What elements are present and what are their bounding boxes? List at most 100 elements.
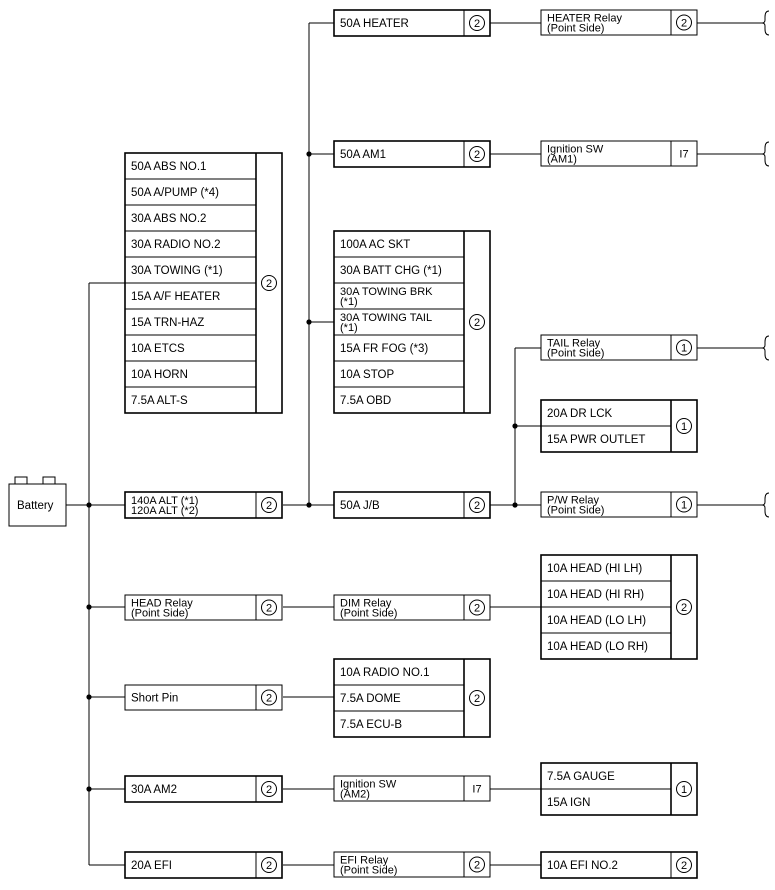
jb-fuse-label: 50A J/B [340,500,380,512]
head-fuse-group-badge: 2 [681,602,687,614]
middle-fuse-group-item: 30A BATT CHG (*1) [340,265,442,277]
head-fuse-group: 10A HEAD (HI LH)10A HEAD (HI RH)10A HEAD… [540,554,698,660]
head-fuse-group-item: 10A HEAD (LO LH) [547,615,646,627]
jb-fuse-badge-circle [469,497,485,513]
upper-left-fuse-group-item: 7.5A ALT-S [131,395,188,407]
battery: Battery [8,476,67,527]
middle-fuse-group-item: 100A AC SKT [340,239,410,251]
pw-relay-badge-circle [676,496,692,513]
efi-no2-fuse-label: 10A EFI NO.2 [547,860,618,872]
efi-no2-fuse-badge: 2 [681,860,687,872]
pw-relay: P/W Relay(Point Side) 1 [540,491,698,518]
gauge-fuse-group-item: 15A IGN [547,797,590,809]
efi-relay-badge-circle [469,856,485,873]
efi-no2-fuse-badge-circle [676,857,692,873]
head-relay-label-1: HEAD Relay [131,598,193,610]
am1-fuse-label: 50A AM1 [340,149,386,161]
junction-dot-battery [86,502,92,508]
radio-fuse-group-item: 7.5A DOME [340,693,401,705]
continuation-brace-pw [761,492,770,518]
middle-fuse-group: 100A AC SKT 30A BATT CHG (*1) 30A TOWING B… [333,230,491,414]
pw-relay-badge: 1 [681,500,687,512]
junction-dot-am2 [86,786,92,792]
dim-relay-label-2: (Point Side) [340,608,397,620]
dim-relay-badge-circle [469,599,485,616]
heater-relay: HEATER Relay(Point Side)2 [540,9,698,36]
middle-fuse-group-item-1: 30A TOWING TAIL [340,312,432,324]
am2-fuse-badge-circle [261,781,277,797]
dr-fuse-group-item: 20A DR LCK [547,408,613,420]
continuation-brace-tail [761,335,770,361]
am1-fuse: 50A AM1 2 [333,140,491,168]
junction-dot-mid-group [306,319,312,325]
efi-fuse-badge: 2 [266,860,272,872]
upper-left-fuse-group-item: 10A HORN [131,369,188,381]
junction-dot-head [86,604,92,610]
ignition-sw-am2-label-1: Ignition SW [340,779,397,791]
upper-left-fuse-group-item: 50A ABS NO.1 [131,161,206,173]
upper-left-fuse-group-item: 30A TOWING (*1) [131,265,223,277]
ignition-sw-am2: Ignition SW(AM2) I7 [333,775,491,802]
middle-fuse-group-item: 7.5A OBD [340,395,391,407]
jb-fuse-badge: 2 [474,500,480,512]
tail-relay-badge: 1 [681,343,687,355]
head-relay-label-2: (Point Side) [131,608,188,620]
heater-fuse-badge-circle [469,15,485,31]
middle-fuse-group-item-1: 30A TOWING BRK [340,286,433,298]
dr-fuse-group-badge: 1 [681,421,687,433]
ignition-sw-am1-label-2: (AM1) [547,154,577,166]
alt-fuse-label-2: 120A ALT (*2) [131,505,198,517]
ignition-sw-am1: Ignition SW(AM1)I7 [540,140,698,167]
battery-body [8,483,67,527]
am1-fuse-badge: 2 [474,149,480,161]
upper-left-fuse-group-item: 30A RADIO NO.2 [131,239,220,251]
upper-left-fuse-group-item: 15A TRN-HAZ [131,317,204,329]
middle-fuse-group-badge: 2 [474,317,480,329]
upper-left-fuse-group-item: 15A A/F HEATER [131,291,220,303]
ignition-sw-am2-label-2: (AM2) [340,789,370,801]
alt-fuse: 140A ALT (*1)120A ALT (*2) 2 [124,491,283,519]
tail-relay-badge-circle [676,339,692,356]
gauge-fuse-group-badge: 1 [681,784,687,796]
pw-relay-label-2: (Point Side) [547,505,604,517]
efi-relay-badge: 2 [474,860,480,872]
middle-fuse-group-item-2: (*1) [340,296,358,308]
heater-relay-badge-circle [676,14,692,31]
radio-fuse-group-item: 7.5A ECU-B [340,719,402,731]
tail-relay-label-2: (Point Side) [547,348,604,360]
alt-fuse-badge-circle [261,497,277,513]
heater-relay-badge: 2 [681,18,687,30]
battery-label: Battery [17,500,54,512]
head-relay-badge: 2 [266,603,272,615]
am1-fuse-badge-circle [469,146,485,162]
dr-fuse-group-badge-circle [676,418,692,434]
heater-fuse-label: 50A HEATER [340,18,409,30]
efi-relay-label-2: (Point Side) [340,865,397,877]
middle-fuse-group-item-2: (*1) [340,322,358,334]
ignition-sw-am2-badge: I7 [472,784,481,796]
efi-fuse-badge-circle [261,857,277,873]
alt-fuse-label-1: 140A ALT (*1) [131,495,198,507]
am2-fuse-label: 30A AM2 [131,784,177,796]
junction-dot-jb [306,502,312,508]
short-pin-badge-circle [261,689,277,706]
continuation-brace-heater [761,10,770,36]
head-fuse-group-badge-circle [676,599,692,615]
tail-relay: TAIL Relay(Point Side)1 [540,334,698,361]
dim-relay-badge: 2 [474,603,480,615]
upper-left-fuse-group-item: 30A ABS NO.2 [131,213,206,225]
efi-relay: EFI Relay(Point Side)2 [333,851,491,878]
pw-relay-label-1: P/W Relay [547,495,599,507]
radio-fuse-group-item: 10A RADIO NO.1 [340,667,429,679]
head-fuse-group-item: 10A HEAD (HI RH) [547,589,644,601]
alt-fuse-badge: 2 [266,500,272,512]
upper-left-fuse-group-badge: 2 [266,278,272,290]
radio-fuse-group-badge: 2 [474,693,480,705]
efi-no2-fuse: 10A EFI NO.2 2 [540,851,698,879]
